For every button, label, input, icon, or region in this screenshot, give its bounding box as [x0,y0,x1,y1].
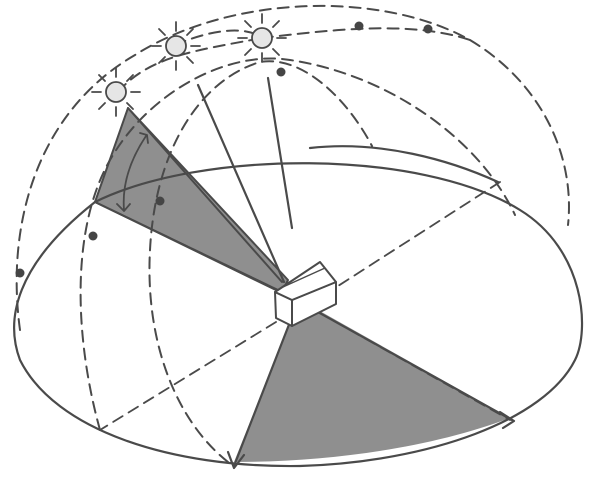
sun-path-arc-link [118,38,262,92]
dot-marker [424,25,433,34]
sun-icon [92,68,140,116]
sun-icon [238,14,286,62]
sun-body [252,28,272,48]
dot-marker [277,68,286,77]
ground-shade-sector [234,310,510,462]
ray-from-sun-3 [268,78,292,228]
dot-marker [355,22,364,31]
dot-marker [89,232,98,241]
dot-marker [156,197,165,206]
sun-icon [152,22,200,70]
sun-body [106,82,126,102]
dot-marker [16,269,25,278]
sun-body [166,36,186,56]
